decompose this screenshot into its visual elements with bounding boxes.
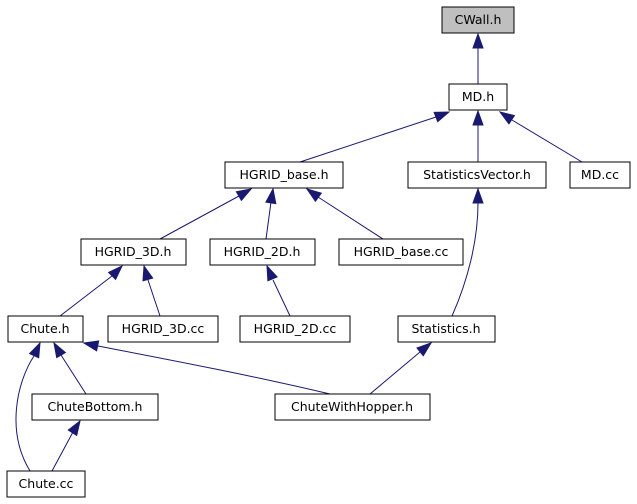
edge-line [272,279,291,317]
node-label: ChuteWithHopper.h [291,399,413,414]
node-md-cc[interactable]: MD.cc [569,161,631,189]
node-hgrid-2d-h[interactable]: HGRID_2D.h [209,238,316,266]
edge-line [265,201,272,240]
edge-line [511,119,583,163]
edge-chutewithhopper-h-to-chute-h [82,340,331,395]
node-label: ChuteBottom.h [48,399,143,414]
node-label: HGRID_3D.cc [122,321,205,336]
node-chute-h[interactable]: Chute.h [7,315,84,343]
edge-hgrid-3d-cc-to-hgrid-3d-h [142,264,161,317]
edge-line [369,351,421,395]
node-label: HGRID_2D.cc [254,321,337,336]
node-hgrid-2d-cc[interactable]: HGRID_2D.cc [239,315,351,343]
edge-line [59,275,113,317]
node-label: HGRID_2D.h [224,244,301,259]
edge-line [15,355,35,472]
edge-hgrid-2d-cc-to-hgrid-2d-h [266,264,291,317]
edge-hgrid-2d-h-to-hgrid-base-h [265,187,277,240]
edge-chute-cc-to-chutebottom-h [51,419,81,472]
edge-line [451,202,479,317]
node-hgrid-3d-cc[interactable]: HGRID_3D.cc [107,315,219,343]
node-hgrid-3d-h[interactable]: HGRID_3D.h [80,238,187,266]
edge-line [51,431,74,472]
arrowhead [265,187,277,205]
edge-md-h-to-cwall-h [472,32,484,84]
edge-chute-cc-to-chute-h [15,341,41,472]
edge-chutewithhopper-h-to-statistics-h [369,342,433,395]
arrowhead [82,340,100,352]
edge-line [60,354,87,395]
node-statisticsvector-h[interactable]: StatisticsVector.h [407,161,547,189]
edge-line [299,116,437,163]
node-hgrid-base-cc[interactable]: HGRID_base.cc [338,238,464,266]
node-md-h[interactable]: MD.h [448,83,508,111]
node-label: HGRID_base.h [239,167,328,182]
edge-statistics-h-to-statisticsvector-h [451,187,484,317]
edge-hgrid-base-cc-to-hgrid-base-h [305,188,384,240]
node-label: Chute.cc [19,476,74,491]
edge-line [147,279,161,317]
edge-line [159,195,240,240]
edge-chutebottom-h-to-chute-h [53,341,87,395]
edge-hgrid-base-h-to-md-h [299,111,451,163]
arrowhead [416,342,433,357]
node-label: CWall.h [455,12,502,27]
arrowhead [142,264,154,282]
edge-chute-h-to-hgrid-3d-h [59,264,124,317]
edge-hgrid-3d-h-to-hgrid-base-h [159,188,253,240]
arrowhead [472,187,484,204]
node-hgrid-base-h[interactable]: HGRID_base.h [224,161,344,189]
node-label: HGRID_3D.h [95,244,172,259]
node-label: Chute.h [20,321,69,336]
node-statistics-h[interactable]: Statistics.h [397,315,496,343]
arrowhead [266,264,278,282]
edge-line [97,345,331,395]
node-chutewithhopper-h[interactable]: ChuteWithHopper.h [274,393,431,421]
node-label: MD.h [462,89,494,104]
node-chutebottom-h[interactable]: ChuteBottom.h [31,393,159,421]
arrowhead [53,341,67,359]
arrowhead [498,111,516,125]
arrowhead [472,32,484,49]
edge-line [317,196,384,240]
edges-layer [15,32,583,472]
arrowhead [235,188,253,202]
arrowhead [305,188,323,203]
node-label: HGRID_base.cc [354,244,449,259]
arrowhead [472,109,484,126]
arrowhead [28,341,41,359]
edge-statisticsvector-h-to-md-h [472,109,484,162]
arrowhead [107,264,124,281]
node-cwall-h[interactable]: CWall.h [441,6,515,34]
arrowhead [67,419,81,437]
node-label: MD.cc [581,167,619,182]
node-label: StatisticsVector.h [423,167,531,182]
node-chute-cc[interactable]: Chute.cc [6,470,86,498]
arrowhead [433,111,451,123]
edge-md-cc-to-md-h [498,111,583,163]
node-label: Statistics.h [411,321,480,336]
